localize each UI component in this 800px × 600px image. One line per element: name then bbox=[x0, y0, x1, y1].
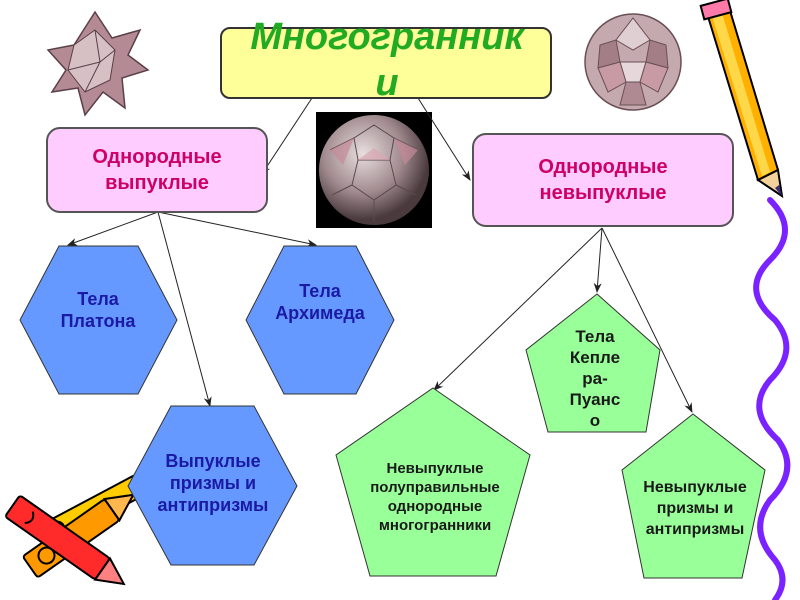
diagram-title: Многогранник и bbox=[250, 16, 524, 104]
arrow-convex-platonic bbox=[67, 211, 159, 246]
crayons-icon bbox=[5, 473, 162, 586]
archimedean-label: Тела Архимеда bbox=[275, 281, 365, 323]
convex-prisms-label: Выпуклые призмы и антипризмы bbox=[157, 451, 269, 515]
arrow-convex-prisms bbox=[157, 211, 212, 407]
nonconvex-box bbox=[472, 133, 734, 227]
convex-prisms-hexagon bbox=[127, 405, 298, 566]
nonconvex-label: Однородные невыпуклые bbox=[538, 156, 668, 204]
nonconvex-prisms-pentagon bbox=[621, 413, 766, 579]
snub-polyhedron-icon bbox=[584, 13, 682, 111]
arrow-nonconvex-kepler bbox=[593, 227, 603, 293]
convex-label: Однородные выпуклые bbox=[92, 146, 222, 194]
polyhedron-sphere-photo bbox=[316, 112, 432, 228]
decorative-squiggle bbox=[753, 197, 791, 600]
platonic-label: Тела Платона bbox=[60, 289, 136, 331]
convex-box bbox=[46, 127, 268, 213]
kepler-poinsot-label: Тела Кепле ра- Пуанс о bbox=[569, 326, 621, 430]
nonconvex-semiregular-label: Невыпуклые полуправильные однородные мно… bbox=[370, 460, 500, 534]
platonic-hexagon bbox=[19, 245, 178, 395]
arrow-title-convex bbox=[261, 97, 313, 175]
arrow-convex-archimedean bbox=[157, 211, 317, 248]
arrow-title-nonconvex bbox=[417, 97, 471, 181]
kepler-poinsot-pentagon bbox=[525, 293, 661, 433]
archimedean-hexagon bbox=[245, 245, 395, 395]
arrow-nonconvex-prisms bbox=[601, 227, 693, 413]
diagram-arrows bbox=[67, 97, 693, 413]
pencil-icon bbox=[699, 0, 784, 199]
nonconvex-prisms-label: Невыпуклые призмы и антипризмы bbox=[643, 478, 747, 538]
title-box bbox=[220, 27, 552, 99]
nonconvex-semiregular-pentagon bbox=[335, 387, 531, 577]
stellated-polyhedron-icon bbox=[46, 10, 150, 117]
arrow-nonconvex-semiregular bbox=[433, 227, 603, 391]
